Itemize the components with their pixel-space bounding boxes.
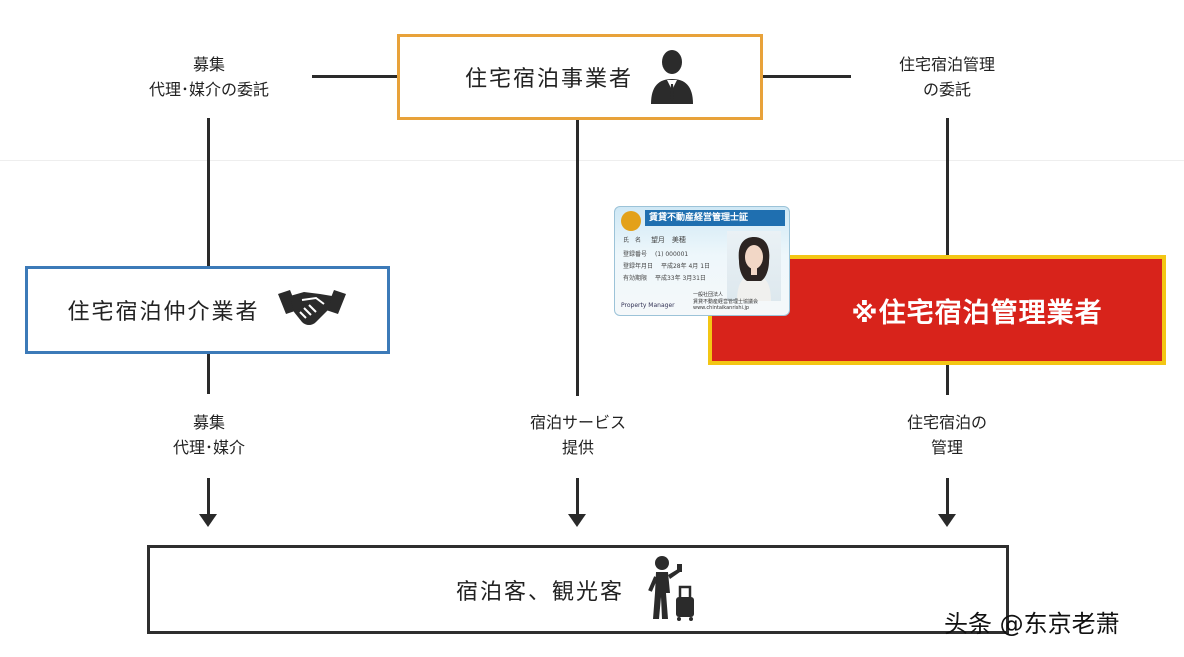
- card-field-label: 有効期限: [623, 275, 648, 282]
- card-row: 登録番号 (1) 000001: [623, 249, 688, 258]
- caption-line: 募集: [192, 55, 226, 74]
- owner-node: 住宅宿泊事業者: [397, 34, 763, 120]
- connector-left-arrow-shaft: [207, 478, 210, 514]
- handshake-icon: [276, 284, 348, 336]
- caption-line: の委託: [922, 80, 972, 99]
- card-row: 登録年月日 平成28年 4月 1日: [623, 261, 710, 270]
- guest-node: 宿泊客、観光客: [147, 545, 1009, 634]
- caption-top-left: 募集 代理･媒介の委託: [149, 52, 269, 102]
- card-field-label: 登録年月日: [623, 263, 654, 270]
- card-field-label: 氏 名: [623, 237, 642, 244]
- caption-line: 代理･媒介: [172, 438, 246, 457]
- card-title: 賃貸不動産経営管理士証: [645, 210, 785, 226]
- scan-line: [0, 160, 1184, 161]
- connector-center: [576, 120, 579, 396]
- card-organization: 一般社団法人 賃貸不動産経営管理士協議会 www.chintaikanrishi…: [693, 291, 758, 311]
- caption-bottom-left: 募集 代理･媒介: [173, 410, 245, 460]
- owner-label: 住宅宿泊事業者: [464, 67, 633, 92]
- license-card-image: 賃貸不動産経営管理士証 氏 名 望月 美穂 登録番号 (1) 000001 登録…: [614, 206, 790, 316]
- connector-top-right-horizontal: [763, 75, 851, 78]
- card-org-line: 一般社団法人: [693, 292, 724, 298]
- businessman-icon: [649, 46, 695, 108]
- caption-line: 募集: [192, 413, 226, 432]
- card-field-label: 登録番号: [623, 251, 648, 258]
- guest-label: 宿泊客、観光客: [455, 579, 624, 605]
- watermark-text: 头条 @东京老萧: [944, 610, 1120, 638]
- connector-right-upper: [946, 118, 949, 255]
- arrow-right-down: [938, 514, 956, 527]
- broker-label: 住宅宿泊仲介業者: [67, 300, 260, 325]
- association-logo-icon: [621, 211, 641, 231]
- card-row: 氏 名 望月 美穂: [623, 235, 686, 245]
- caption-line: 代理･媒介の委託: [148, 80, 270, 99]
- caption-line: 宿泊サービス: [529, 413, 627, 432]
- card-role: Property Manager: [621, 302, 675, 309]
- card-org-line: 賃貸不動産経営管理士協議会: [693, 299, 759, 305]
- card-row: 有効期限 平成33年 3月31日: [623, 273, 706, 282]
- traveler-with-suitcase-icon: [640, 555, 700, 625]
- caption-line: 住宅宿泊の: [906, 413, 988, 432]
- card-url: www.chintaikanrishi.jp: [693, 305, 750, 311]
- card-expiry: 平成33年 3月31日: [654, 275, 706, 282]
- connector-left-lower: [207, 354, 210, 394]
- card-portrait-photo: [727, 231, 781, 301]
- caption-line: 提供: [561, 438, 595, 457]
- connector-left-upper: [207, 118, 210, 266]
- arrow-center-down: [568, 514, 586, 527]
- caption-top-right: 住宅宿泊管理 の委託: [899, 52, 995, 102]
- caption-bottom-center: 宿泊サービス 提供: [530, 410, 626, 460]
- connector-top-left-horizontal: [312, 75, 398, 78]
- card-number: (1) 000001: [654, 251, 689, 258]
- caption-line: 管理: [930, 438, 964, 457]
- connector-right-lower: [946, 365, 949, 395]
- connector-right-arrow-shaft: [946, 478, 949, 514]
- caption-line: 住宅宿泊管理: [898, 55, 996, 74]
- manager-label: ※住宅宿泊管理業者: [851, 297, 1103, 329]
- arrow-left-down: [199, 514, 217, 527]
- connector-center-arrow-shaft: [576, 478, 579, 514]
- card-name: 望月 美穂: [650, 236, 686, 244]
- broker-node: 住宅宿泊仲介業者: [25, 266, 390, 354]
- caption-bottom-right: 住宅宿泊の 管理: [907, 410, 987, 460]
- card-issued: 平成28年 4月 1日: [660, 263, 711, 270]
